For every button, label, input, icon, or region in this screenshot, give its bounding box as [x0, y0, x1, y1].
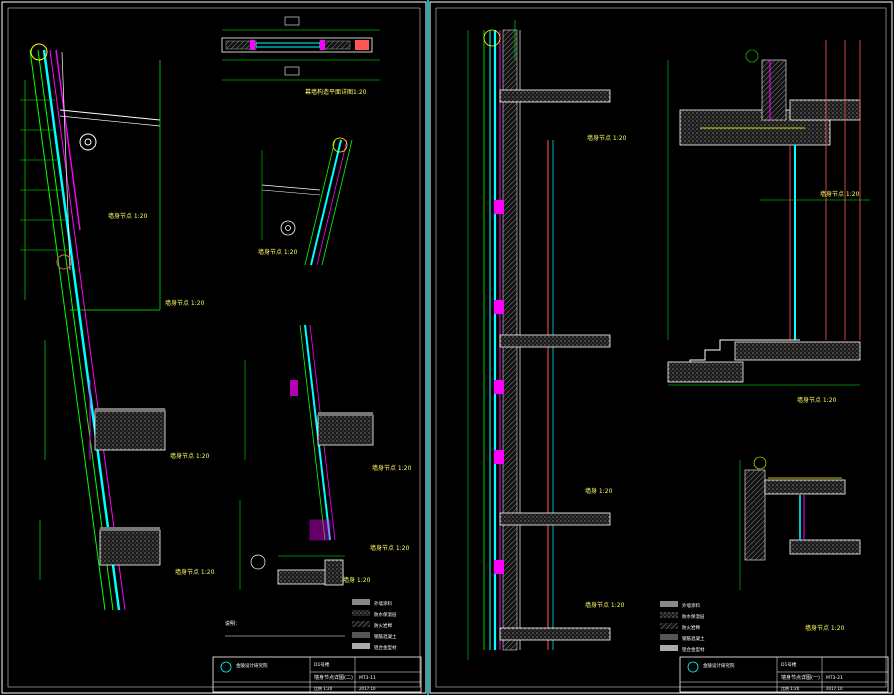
right-detail-label-2: 墙身 1:20 [585, 487, 613, 495]
right-legend: 外墙涂料 防水保温层 防火岩棉 钢筋混凝土 铝合金型材 [660, 601, 705, 653]
right-detail-label-3: 墙身节点 1:20 [585, 601, 625, 609]
left-plan-title: 幕墙构造平面详图1:20 [305, 88, 367, 96]
left-tb-date: 2017.10 [359, 686, 376, 691]
left-detail-label-8: 墙身 1:20 [343, 576, 371, 584]
right-legend-item-3: 防火岩棉 [682, 624, 700, 631]
left-inner-frame [7, 7, 421, 688]
right-tb-date: 2017.10 [826, 686, 843, 691]
left-tb-number: MT3-11 [359, 675, 376, 681]
right-legend-item-1: 外墙涂料 [682, 602, 700, 609]
right-wall-section [467, 20, 611, 660]
left-detail-label-7: 墙身节点 1:20 [370, 544, 410, 552]
left-tb-company: 金陵设计研究院 [236, 662, 268, 669]
left-title-block: 金陵设计研究院 D1号楼 墙身节点详图(二) MT3-11 比例 1:20 20… [212, 656, 422, 693]
left-detail-label-4: 墙身节点 1:20 [175, 568, 215, 576]
right-sheet-frame [429, 1, 893, 694]
left-small-detail-2 [239, 324, 374, 590]
left-legend-item-4: 钢筋混凝土 [374, 633, 397, 640]
left-legend-item-2: 防水保温层 [374, 611, 397, 618]
right-detail-label-4: 墙身节点 1:20 [820, 190, 860, 198]
right-inner-frame [435, 7, 887, 688]
right-legend-item-4: 钢筋混凝土 [682, 635, 705, 642]
right-tb-number: MT3-21 [826, 675, 843, 681]
left-legend: 外墙涂料 防水保温层 防火岩棉 钢筋混凝土 铝合金型材 [352, 599, 397, 651]
left-sheet: 墙身节点 1:20 墙身节点 1:20 墙身节点 1:20 墙身节点 1:20 … [1, 1, 427, 694]
right-title-block: 金陵设计研究院 D1号楼 墙身节点详图(一) MT3-21 比例 1:20 20… [679, 656, 889, 693]
left-tb-drawing: 墙身节点详图(二) [314, 674, 353, 681]
right-tb-company: 金陵设计研究院 [703, 662, 735, 669]
right-detail-label-6: 墙身节点 1:20 [805, 624, 845, 632]
right-legend-item-5: 铝合金型材 [682, 646, 705, 653]
right-detail-label-1: 墙身节点 1:20 [587, 134, 627, 142]
right-detail-label-5: 墙身节点 1:20 [797, 396, 837, 404]
right-sheet: 墙身节点 1:20 墙身 1:20 墙身节点 1:20 墙身节点 1:20 [429, 1, 893, 694]
left-detail-label-2: 墙身节点 1:20 [165, 299, 205, 307]
right-stair-detail [667, 339, 861, 386]
left-facade-section [20, 43, 166, 611]
left-detail-label-1: 墙身节点 1:20 [108, 212, 148, 220]
left-legend-item-5: 铝合金型材 [374, 644, 397, 651]
left-plan-detail [221, 16, 380, 81]
right-lower-detail [739, 456, 861, 590]
right-tb-project: D1号楼 [781, 661, 797, 668]
right-upper-detail [667, 40, 870, 340]
left-detail-label-3: 墙身节点 1:20 [170, 452, 210, 460]
left-small-detail-1 [261, 137, 353, 266]
left-sheet-frame [1, 1, 427, 694]
left-detail-label-5: 墙身节点 1:20 [258, 248, 298, 256]
left-tb-scale: 比例 1:20 [314, 685, 333, 691]
left-legend-item-1: 外墙涂料 [374, 600, 392, 607]
right-legend-item-2: 防水保温层 [682, 613, 705, 620]
left-detail-label-6: 墙身节点 1:20 [372, 464, 412, 472]
right-tb-scale: 比例 1:20 [781, 685, 800, 691]
left-tb-project: D1号楼 [314, 661, 330, 668]
left-legend-item-3: 防火岩棉 [374, 622, 392, 629]
right-tb-drawing: 墙身节点详图(一) [781, 674, 820, 681]
left-note-label: 说明： [225, 620, 240, 627]
